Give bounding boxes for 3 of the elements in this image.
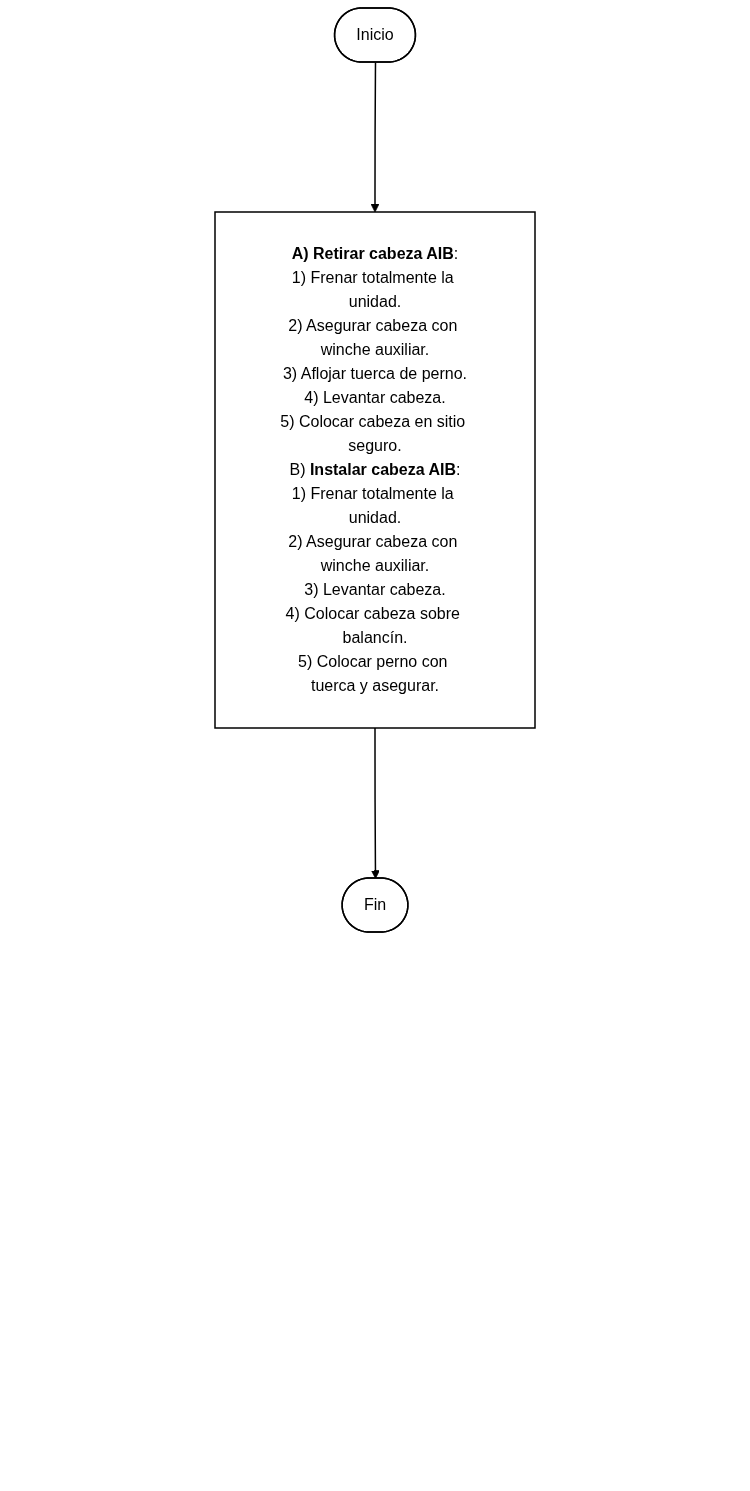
arrow — [371, 727, 380, 879]
arrow — [370, 61, 380, 213]
node-box: A) Retirar cabeza AIB: 1) Frenar totalmente la unidad. 2) Asegurar cabeza con winche auxiliar. 3) Aflojar tuerca de perno. 4) Levantar cabeza. 5) Colocar cabeza en sitio seguro. B) Instalar cabeza AIB: 1) Frenar totalmente la unidad. 2) Asegurar cabeza con winche auxiliar. 3) Levantar cabeza. 4) Colocar cabeza sobre balancín. 5) Colocar perno con tuerca y asegurar. — [214, 211, 536, 729]
